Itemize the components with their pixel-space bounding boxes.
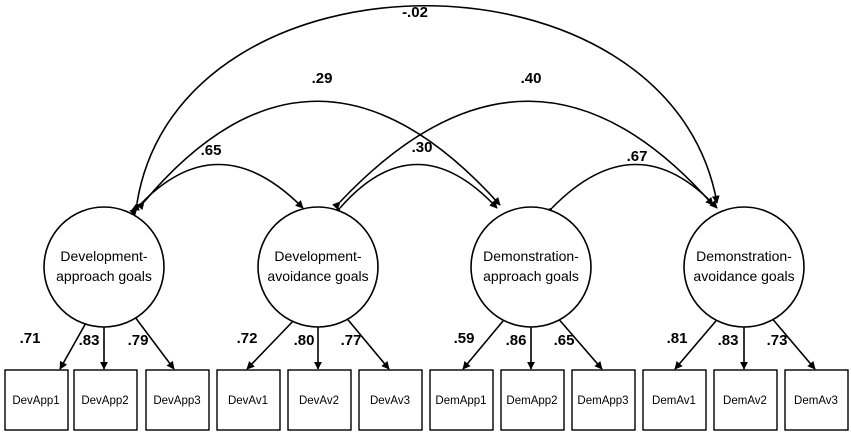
indicator-label: DemApp3 xyxy=(577,395,628,407)
factor-circle xyxy=(257,206,379,328)
indicator-devav3: DevAv3 xyxy=(358,369,423,431)
indicator-demav2: DemAv2 xyxy=(713,369,778,431)
correlation-curves xyxy=(129,4,720,217)
indicator-label: DevApp1 xyxy=(12,395,59,407)
loading-labels: .71 .83 .79 .72 .80 .77 .59 .86 .65 .81 … xyxy=(20,330,788,349)
indicator-boxes: DevApp1 DevApp2 DevApp3 DevAv1 DevAv2 De… xyxy=(4,369,849,431)
correlation-curve-f1-f2 xyxy=(129,163,304,217)
correlation-label-f1-f4: -.02 xyxy=(402,4,428,21)
correlation-curve-f1-f4 xyxy=(131,4,720,211)
factor-label-line1: Development- xyxy=(60,248,147,264)
indicator-label: DevAv2 xyxy=(299,395,339,407)
indicator-label: DemAv1 xyxy=(652,395,696,407)
indicator-label: DevApp2 xyxy=(81,395,128,407)
factor-circle xyxy=(43,206,165,328)
loading-arrow-demav3 xyxy=(769,315,816,370)
correlation-label-f3-f4: .67 xyxy=(627,148,648,165)
indicator-label: DevAv1 xyxy=(228,395,268,407)
correlation-label-f1-f3: .29 xyxy=(312,70,333,87)
loading-arrow-devav3 xyxy=(343,314,390,370)
indicator-label: DemAv2 xyxy=(723,395,767,407)
loading-arrow-devav1 xyxy=(246,316,298,370)
correlation-labels: -.02 .29 .40 .65 .30 .67 xyxy=(201,4,648,165)
indicator-box xyxy=(571,369,636,431)
loading-label-demapp3: .65 xyxy=(554,332,575,349)
indicator-box xyxy=(642,369,707,431)
indicator-box xyxy=(287,369,352,431)
factor-label-line2: approach goals xyxy=(483,268,579,284)
indicator-box xyxy=(784,369,849,431)
indicator-devapp1: DevApp1 xyxy=(4,369,69,431)
indicator-box xyxy=(429,369,494,431)
factor-label-line1: Development- xyxy=(274,248,361,264)
indicator-demav1: DemAv1 xyxy=(642,369,707,431)
indicator-label: DevApp3 xyxy=(153,395,200,407)
loading-label-devav3: .77 xyxy=(341,332,362,349)
loading-label-devav2: .80 xyxy=(294,332,315,349)
factor-label-line2: approach goals xyxy=(56,268,152,284)
indicator-devav2: DevAv2 xyxy=(287,369,352,431)
indicator-label: DemApp1 xyxy=(435,395,486,407)
indicator-box xyxy=(216,369,281,431)
correlation-label-f2-f4: .40 xyxy=(521,70,542,87)
correlation-curve-f2-f3 xyxy=(332,163,498,217)
indicator-demapp2: DemApp2 xyxy=(500,369,565,431)
factor-development-avoidance: Development- avoidance goals xyxy=(257,206,379,328)
indicator-box xyxy=(358,369,423,431)
indicator-label: DemApp2 xyxy=(506,395,557,407)
indicator-demapp1: DemApp1 xyxy=(429,369,494,431)
correlation-label-f1-f2: .65 xyxy=(201,142,222,159)
indicator-box xyxy=(500,369,565,431)
factor-development-approach: Development- approach goals xyxy=(43,206,165,328)
correlation-curve-f3-f4 xyxy=(544,163,718,216)
factor-circle xyxy=(683,206,805,328)
factor-circle xyxy=(470,206,592,328)
indicator-label: DevAv3 xyxy=(370,395,410,407)
loading-label-devapp2: .83 xyxy=(79,332,100,349)
factor-demonstration-approach: Demonstration- approach goals xyxy=(470,206,592,328)
factor-label-line1: Demonstration- xyxy=(696,248,792,264)
correlation-curve-f1-f3 xyxy=(136,100,501,211)
indicator-devav1: DevAv1 xyxy=(216,369,281,431)
loading-arrow-demapp3 xyxy=(555,315,603,370)
indicator-label: DemAv3 xyxy=(794,395,838,407)
loading-label-devav1: .72 xyxy=(237,330,258,347)
indicator-demapp3: DemApp3 xyxy=(571,369,636,431)
indicator-demav3: DemAv3 xyxy=(784,369,849,431)
loading-label-demapp2: .86 xyxy=(506,332,527,349)
latent-factors: Development- approach goals Development-… xyxy=(43,206,805,328)
loading-label-demapp1: .59 xyxy=(454,330,475,347)
indicator-box xyxy=(145,369,210,431)
indicator-devapp2: DevApp2 xyxy=(73,369,138,431)
loading-label-devapp3: .79 xyxy=(128,332,149,349)
indicator-box xyxy=(713,369,778,431)
loading-arrow-demav1 xyxy=(674,314,722,370)
correlation-label-f2-f3: .30 xyxy=(412,139,433,156)
loading-label-demav2: .83 xyxy=(718,332,739,349)
indicator-box xyxy=(73,369,138,431)
factor-label-line2: avoidance goals xyxy=(267,268,368,284)
indicator-box xyxy=(4,369,69,431)
factor-label-line2: avoidance goals xyxy=(693,268,794,284)
loading-arrow-devapp3 xyxy=(131,312,175,370)
loading-arrows xyxy=(59,312,816,370)
loading-label-demav1: .81 xyxy=(667,330,688,347)
factor-label-line1: Demonstration- xyxy=(483,248,579,264)
loading-label-devapp1: .71 xyxy=(20,330,41,347)
loading-arrow-demapp1 xyxy=(462,314,509,370)
loading-label-demav3: .73 xyxy=(767,332,788,349)
correlation-curve-f2-f4 xyxy=(332,100,714,210)
loading-arrow-devapp1 xyxy=(59,320,88,370)
indicator-devapp3: DevApp3 xyxy=(145,369,210,431)
factor-demonstration-avoidance: Demonstration- avoidance goals xyxy=(683,206,805,328)
